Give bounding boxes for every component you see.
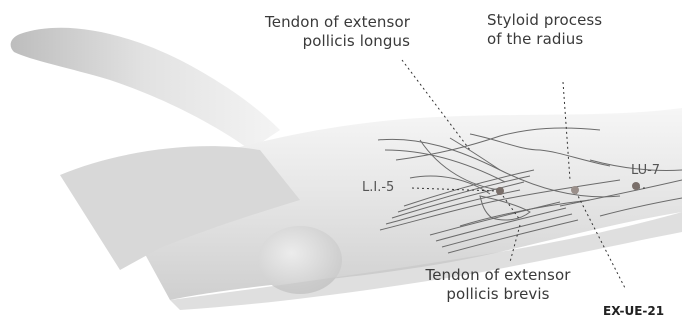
point-lu7-marker: [632, 182, 640, 190]
label-point-lu7: LU-7: [631, 163, 660, 179]
figure-code: EX-UE-21: [603, 304, 664, 318]
label-tendon-epl-line1: Tendon of extensor: [200, 13, 410, 32]
label-tendon-epb-line2: pollicis brevis: [398, 285, 598, 304]
label-styloid-line1: Styloid process: [487, 11, 602, 30]
point-li5-marker: [496, 187, 504, 195]
label-point-li5: L.I.-5: [362, 180, 394, 196]
point-styloid-marker: [571, 186, 579, 194]
label-styloid-line2: of the radius: [487, 30, 602, 49]
label-tendon-epl: Tendon of extensor pollicis longus: [200, 13, 410, 51]
label-tendon-epb-line1: Tendon of extensor: [398, 266, 598, 285]
label-styloid: Styloid process of the radius: [487, 11, 602, 49]
label-tendon-epb: Tendon of extensor pollicis brevis: [398, 266, 598, 304]
label-tendon-epl-line2: pollicis longus: [200, 32, 410, 51]
